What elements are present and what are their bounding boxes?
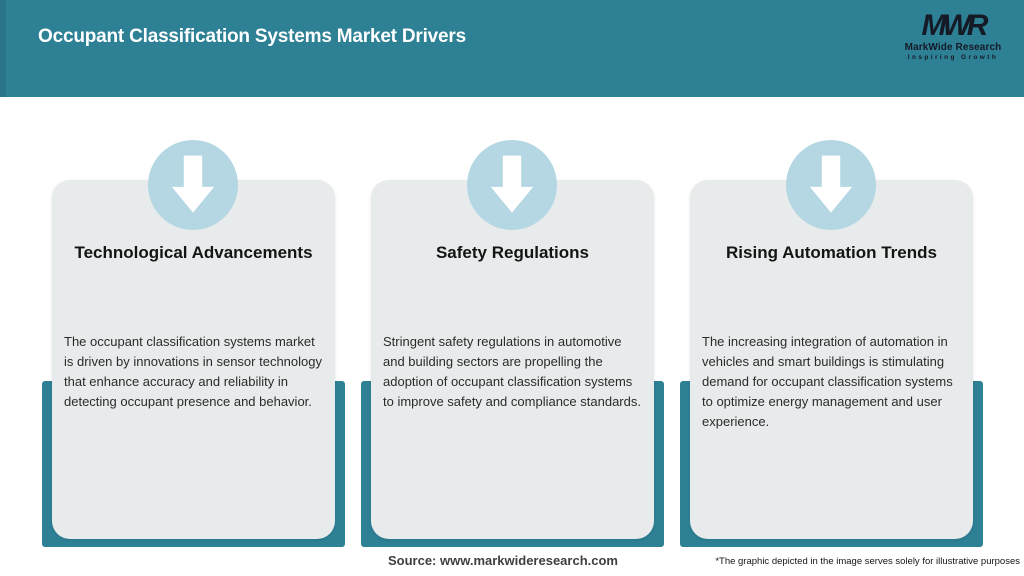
card-title: Rising Automation Trends	[726, 243, 937, 262]
disclaimer-text: *The graphic depicted in the image serve…	[715, 556, 1020, 567]
down-arrow-icon	[148, 140, 238, 230]
logo-company-name: MarkWide Research	[904, 42, 1002, 53]
card-title: Technological Advancements	[74, 243, 313, 262]
driver-card-rising-automation-trends: Rising Automation Trends The increasing …	[690, 180, 973, 539]
markwide-logo: MWR MarkWide Research Inspiring Growth	[898, 11, 1008, 62]
card-description: Stringent safety regulations in automoti…	[383, 334, 641, 409]
driver-card-technological-advancements: Technological Advancements The occupant …	[52, 180, 335, 539]
down-arrow-icon	[467, 140, 557, 230]
down-arrow-icon	[786, 140, 876, 230]
card-description: The occupant classification systems mark…	[64, 334, 322, 409]
card-description: The increasing integration of automation…	[702, 334, 953, 429]
driver-card-safety-regulations: Safety Regulations Stringent safety regu…	[371, 180, 654, 539]
header-bar: Occupant Classification Systems Market D…	[0, 0, 1024, 97]
card-title: Safety Regulations	[435, 243, 590, 262]
logo-tagline: Inspiring Growth	[907, 54, 999, 61]
source-text: Source: www.markwideresearch.com	[387, 553, 618, 568]
logo-mwr-monogram: MWR	[921, 9, 989, 42]
page-title: Occupant Classification Systems Market D…	[38, 26, 466, 47]
